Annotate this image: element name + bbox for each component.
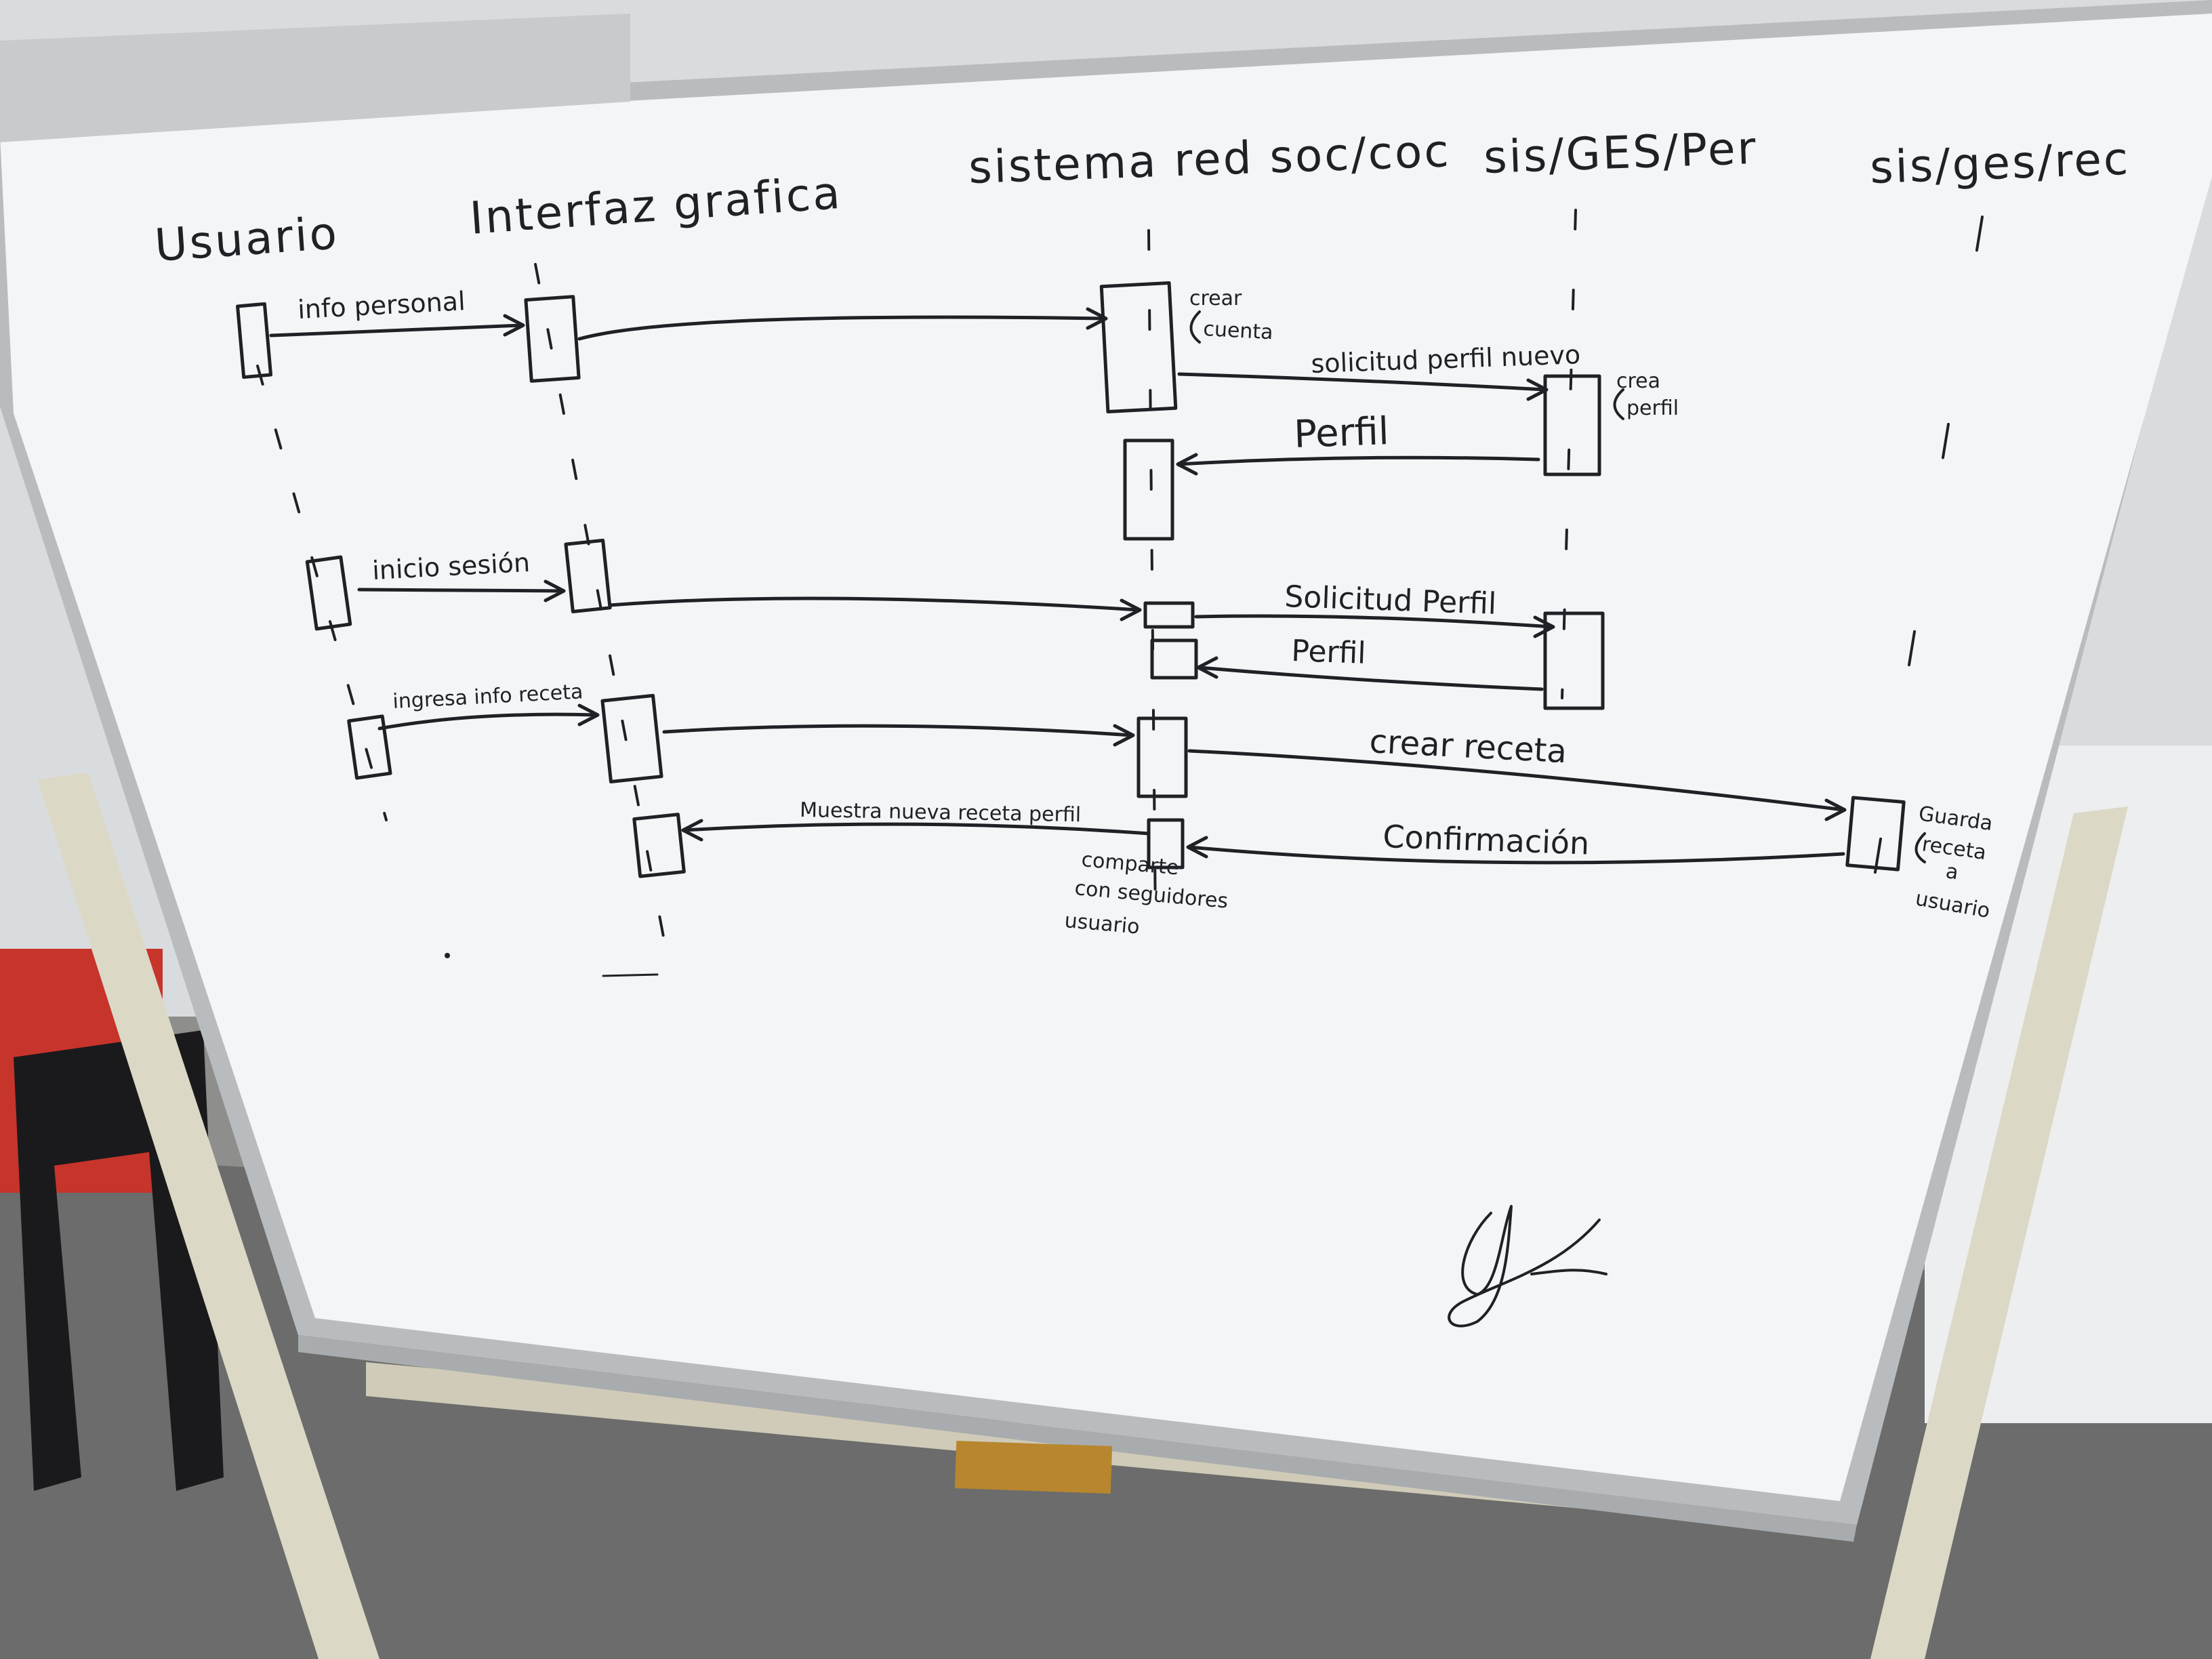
activation-box-usuario-3 bbox=[347, 714, 392, 780]
activation-box-sistema-1 bbox=[1099, 281, 1178, 413]
msg-arrow-interfaz-sistema-1 bbox=[577, 307, 1108, 341]
lifeline-label-usuario: Usuario bbox=[153, 207, 341, 272]
msg-arrow-perfil-1 bbox=[1176, 453, 1540, 476]
activation-box-rec-1 bbox=[1845, 796, 1906, 872]
activation-box-sistema-4 bbox=[1150, 638, 1198, 680]
self-loop-guarda-receta bbox=[1914, 832, 1926, 863]
activation-box-usuario-1 bbox=[236, 302, 273, 380]
msg-arrow-perfil-2 bbox=[1196, 656, 1544, 691]
activation-boxes bbox=[236, 281, 1906, 878]
msg-label-muestra-nueva-receta: Muestra nueva receta perfil bbox=[800, 798, 1082, 827]
easel-right-leg bbox=[1870, 806, 2128, 1659]
activation-box-interfaz-1 bbox=[524, 295, 581, 383]
self-loop-crea-perfil bbox=[1613, 388, 1624, 420]
top-rail bbox=[0, 14, 630, 142]
marker-tray bbox=[298, 1335, 1857, 1542]
note-line: cuenta bbox=[1203, 317, 1274, 344]
lifeline-usuario bbox=[256, 365, 388, 821]
signature-scribble bbox=[1448, 1205, 1607, 1328]
msg-arrow-confirmacion bbox=[1186, 836, 1845, 865]
note-crea-perfil: crea perfil bbox=[1616, 369, 1679, 420]
eraser bbox=[954, 1441, 1113, 1494]
lifelines bbox=[256, 209, 1984, 977]
note-line: a bbox=[1944, 859, 1960, 884]
activation-box-sistema-3 bbox=[1143, 601, 1195, 629]
activation-box-per-2 bbox=[1543, 611, 1605, 710]
msg-label-perfil-1: Perfil bbox=[1293, 409, 1389, 457]
msg-label-confirmacion: Confirmación bbox=[1382, 818, 1591, 862]
msg-label-perfil-2: Perfil bbox=[1291, 634, 1367, 671]
easel-left-leg bbox=[37, 773, 380, 1659]
msg-arrow-solicitud-perfil-nuevo bbox=[1177, 372, 1549, 401]
msg-arrow-solicitud-perfil bbox=[1194, 614, 1555, 638]
self-loops bbox=[1189, 310, 1926, 863]
msg-arrow-interfaz-sistema-3 bbox=[662, 724, 1135, 747]
messages bbox=[269, 307, 1847, 865]
msg-arrow-crear-receta bbox=[1187, 749, 1847, 821]
activation-box-sistema-5 bbox=[1136, 716, 1188, 798]
lifeline-interfaz bbox=[534, 263, 672, 977]
note-crear-cuenta: crear cuenta bbox=[1189, 287, 1273, 344]
activation-box-usuario-2 bbox=[305, 555, 352, 631]
msg-arrow-ingresa-info-receta bbox=[377, 703, 600, 731]
activation-box-interfaz-3 bbox=[600, 693, 663, 784]
msg-arrow-inicio-sesion bbox=[357, 579, 566, 602]
stray-mark bbox=[602, 973, 659, 977]
activation-box-sistema-2 bbox=[1123, 438, 1174, 541]
self-loop-crear-cuenta bbox=[1189, 310, 1201, 344]
activation-box-sistema-6 bbox=[1147, 818, 1185, 869]
activation-box-interfaz-2 bbox=[564, 538, 612, 614]
activation-box-per-1 bbox=[1543, 374, 1601, 476]
stray-dot bbox=[445, 953, 450, 958]
msg-arrow-muestra-nueva-receta bbox=[681, 819, 1151, 842]
lifeline-label-per: sis/GES/Per bbox=[1483, 122, 1759, 184]
msg-arrow-info-personal bbox=[269, 314, 525, 337]
lifeline-sistema bbox=[1147, 229, 1157, 923]
msg-arrow-interfaz-sistema-2 bbox=[608, 596, 1142, 621]
note-line: perfil bbox=[1626, 396, 1679, 420]
lifeline-label-rec: sis/ges/rec bbox=[1869, 133, 2131, 194]
whiteboard-surface bbox=[0, 14, 2212, 1501]
activation-box-interfaz-4 bbox=[632, 813, 686, 878]
note-line: crea bbox=[1616, 369, 1660, 393]
note-line: crear bbox=[1189, 287, 1242, 310]
lifeline-per bbox=[1561, 209, 1577, 699]
msg-label-solicitud-perfil: Solicitud Perfil bbox=[1284, 579, 1497, 621]
